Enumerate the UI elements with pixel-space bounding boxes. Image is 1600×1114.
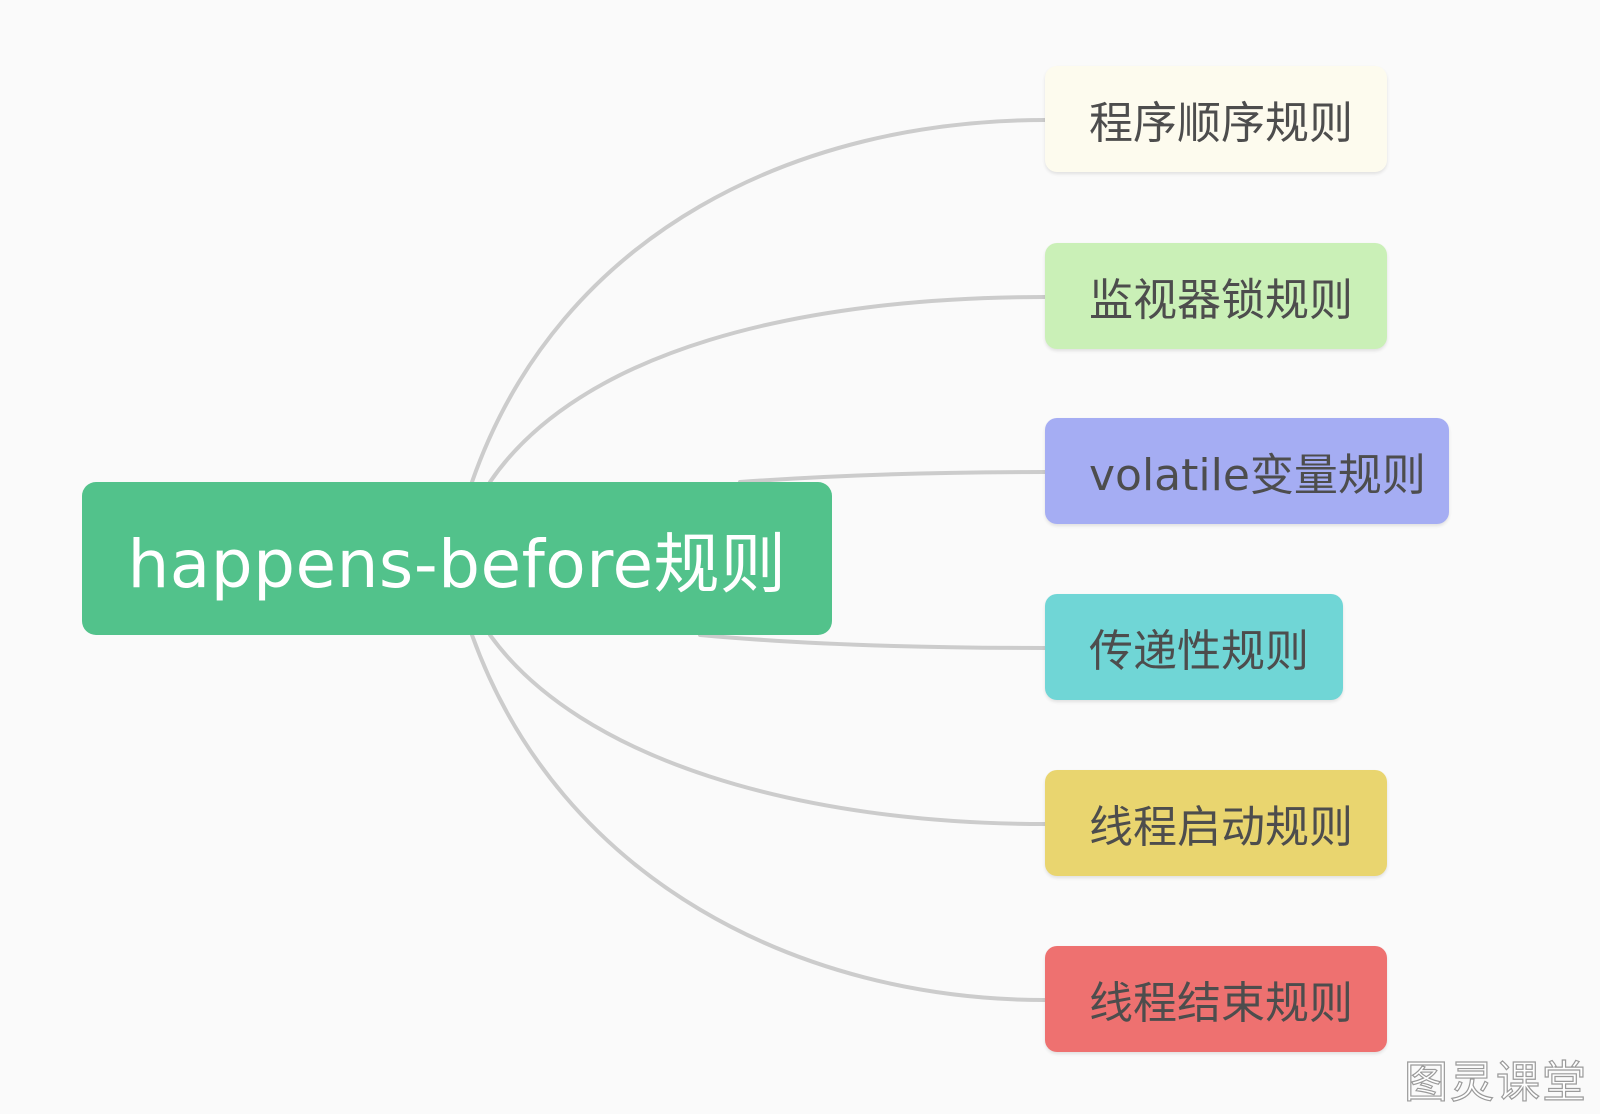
topic-label: 程序顺序规则 [1089,98,1353,149]
topic-label: 线程启动规则 [1089,802,1353,853]
root-topic-label: happens-before规则 [127,525,787,603]
topic-thread-start-rule[interactable]: 线程启动规则 [1045,770,1387,876]
watermark-text: 图灵课堂 [1403,1056,1588,1108]
topic-transitivity-rule[interactable]: 传递性规则 [1045,594,1343,700]
topic-label: 传递性规则 [1089,626,1309,677]
topic-label: volatile变量规则 [1089,450,1426,501]
connector-4 [698,633,1047,650]
topic-label: 线程结束规则 [1089,978,1353,1029]
topic-monitor-lock-rule[interactable]: 监视器锁规则 [1045,243,1387,349]
topic-thread-termination-rule[interactable]: 线程结束规则 [1045,946,1387,1052]
connector-5 [488,633,1047,826]
connector-2 [488,295,1047,484]
connector-6 [470,633,1047,1002]
topic-label: 监视器锁规则 [1089,275,1353,326]
topic-volatile-variable-rule[interactable]: volatile变量规则 [1045,418,1449,524]
topic-program-order-rule[interactable]: 程序顺序规则 [1045,66,1387,172]
connector-1 [470,118,1047,484]
root-topic[interactable]: happens-before规则 [82,482,832,635]
connector-3 [738,470,1047,484]
